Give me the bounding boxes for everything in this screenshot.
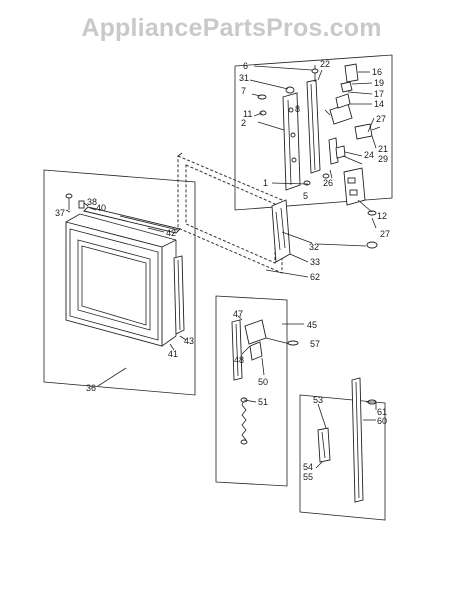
bracket-top [344,63,359,83]
callout-47: 47 [233,309,243,319]
bracket-small [340,81,353,93]
callout-53: 53 [313,395,323,405]
door-choke-strip [271,199,291,263]
callout-7: 7 [241,86,246,96]
callout-57: 57 [310,339,320,349]
switch-mount [343,167,366,206]
callout-50: 50 [258,377,268,387]
latch-hook [244,319,291,361]
callout-24: 24 [364,150,374,160]
callout-43: 43 [184,336,194,346]
callout-26: 26 [323,178,333,188]
callout-31: 31 [239,73,249,83]
callout-19: 19 [374,78,384,88]
latch-arm [231,319,243,381]
callout-22: 22 [320,59,330,69]
watermark-logo: AppliancePartsPros.com [81,14,382,42]
inner-door-frame [177,152,283,274]
callout-60: 60 [377,416,387,426]
door-handle [351,377,364,503]
callout-33: 33 [310,257,320,267]
callout-36: 36 [86,383,96,393]
callout-29: 29 [378,154,388,164]
latch-rod [287,340,299,346]
hinge-arm [306,79,321,174]
hinge-bracket [282,92,301,191]
callout-16: 16 [372,67,382,77]
callout-labels: 6 31 7 11 2 8 1 22 16 19 17 14 27 21 24 … [55,59,390,482]
callout-27a: 27 [376,114,386,124]
screw-lower [303,173,378,249]
callout-54: 54 [303,462,313,472]
handle-spring-clip [317,427,331,463]
handle-screw [366,399,377,405]
door-top-trim [83,206,181,234]
callout-42: 42 [166,228,176,238]
callout-62: 62 [310,272,320,282]
callout-8: 8 [295,104,300,114]
hinge-assembly-panel [234,54,393,211]
door-outer-frame [65,213,177,347]
door-side-choke [173,255,185,335]
callout-51: 51 [258,397,268,407]
callout-45: 45 [307,320,317,330]
door-assembly-panel [43,169,196,396]
callout-14: 14 [374,99,384,109]
callout-5: 5 [303,191,308,201]
callout-2: 2 [241,118,246,128]
callout-27b: 27 [380,229,390,239]
callout-1: 1 [263,178,268,188]
callout-32: 32 [309,242,319,252]
callout-48: 48 [234,355,244,365]
callout-12: 12 [377,211,387,221]
callout-37: 37 [55,208,65,218]
callout-17: 17 [374,89,384,99]
callout-55: 55 [303,472,313,482]
door-clip [78,200,85,209]
latch-spring [240,397,248,445]
switch-body [328,137,346,165]
switch-actuator [329,93,353,125]
hinge-pin [311,65,319,82]
leader-lines [65,65,377,469]
callout-41: 41 [168,349,178,359]
interlock-switch [354,123,381,140]
callout-61: 61 [377,407,387,417]
hinge-screw-top [285,86,295,94]
callout-38: 38 [87,197,97,207]
latch-assembly-panel [215,295,288,487]
door-screw [65,193,73,210]
callout-21: 21 [378,144,388,154]
callout-40: 40 [96,203,106,213]
hinge-washer [257,94,267,116]
handle-assembly-panel [299,394,386,521]
callout-11: 11 [243,109,252,119]
callout-6: 6 [243,61,248,71]
